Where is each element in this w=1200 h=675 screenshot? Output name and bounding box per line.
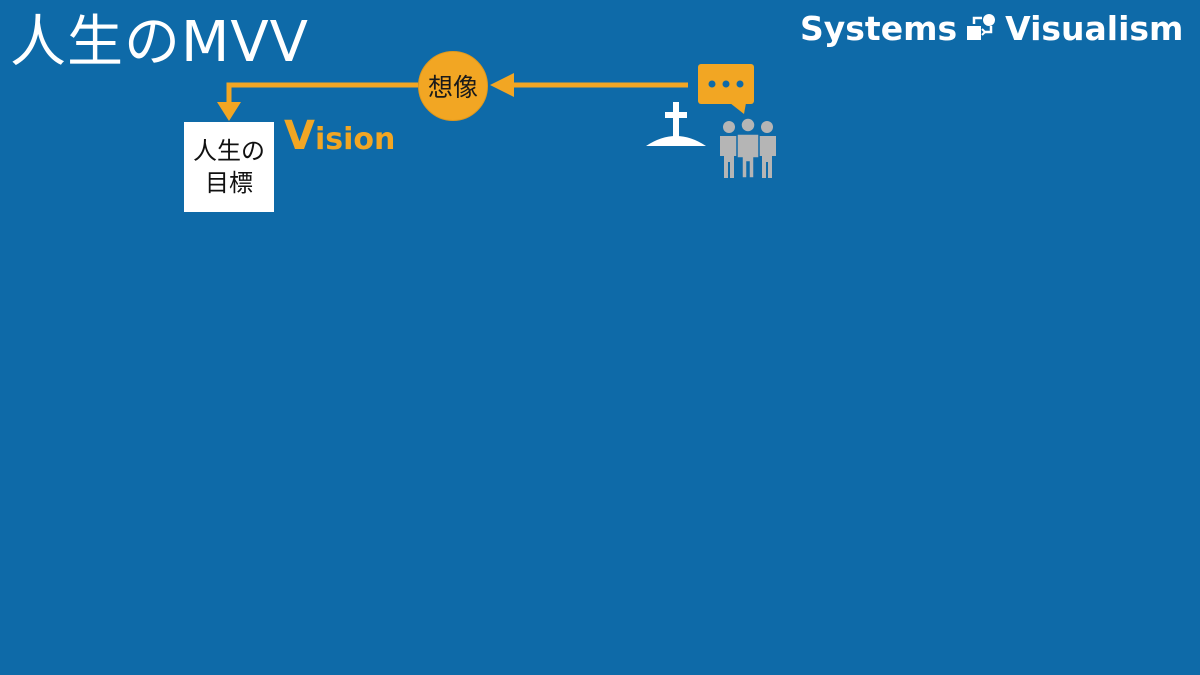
systems-visualism-logo-icon [967, 14, 996, 40]
brand-right-text: Visualism [1005, 8, 1184, 48]
goal-line-2: 目標 [205, 169, 253, 197]
group-of-people-icon [720, 117, 776, 179]
imagination-node: 想像 [418, 51, 488, 121]
goal-line-1: 人生の [193, 137, 265, 165]
grave-icon [646, 102, 706, 146]
arrow-to-bubble [490, 73, 688, 97]
brand-left-text: Systems [800, 8, 958, 48]
vision-label: Vision [284, 112, 395, 168]
life-goal-box: 人生の 目標 [184, 122, 274, 212]
page-title: 人生のMVV [10, 10, 309, 75]
speech-bubble-icon [698, 64, 754, 114]
vision-rest: ision [314, 122, 396, 157]
imagination-label: 想像 [427, 73, 478, 102]
brand-logo: Systems Visualism [800, 6, 1183, 50]
arrow-to-goal [217, 82, 418, 121]
vision-initial: V [284, 113, 315, 159]
